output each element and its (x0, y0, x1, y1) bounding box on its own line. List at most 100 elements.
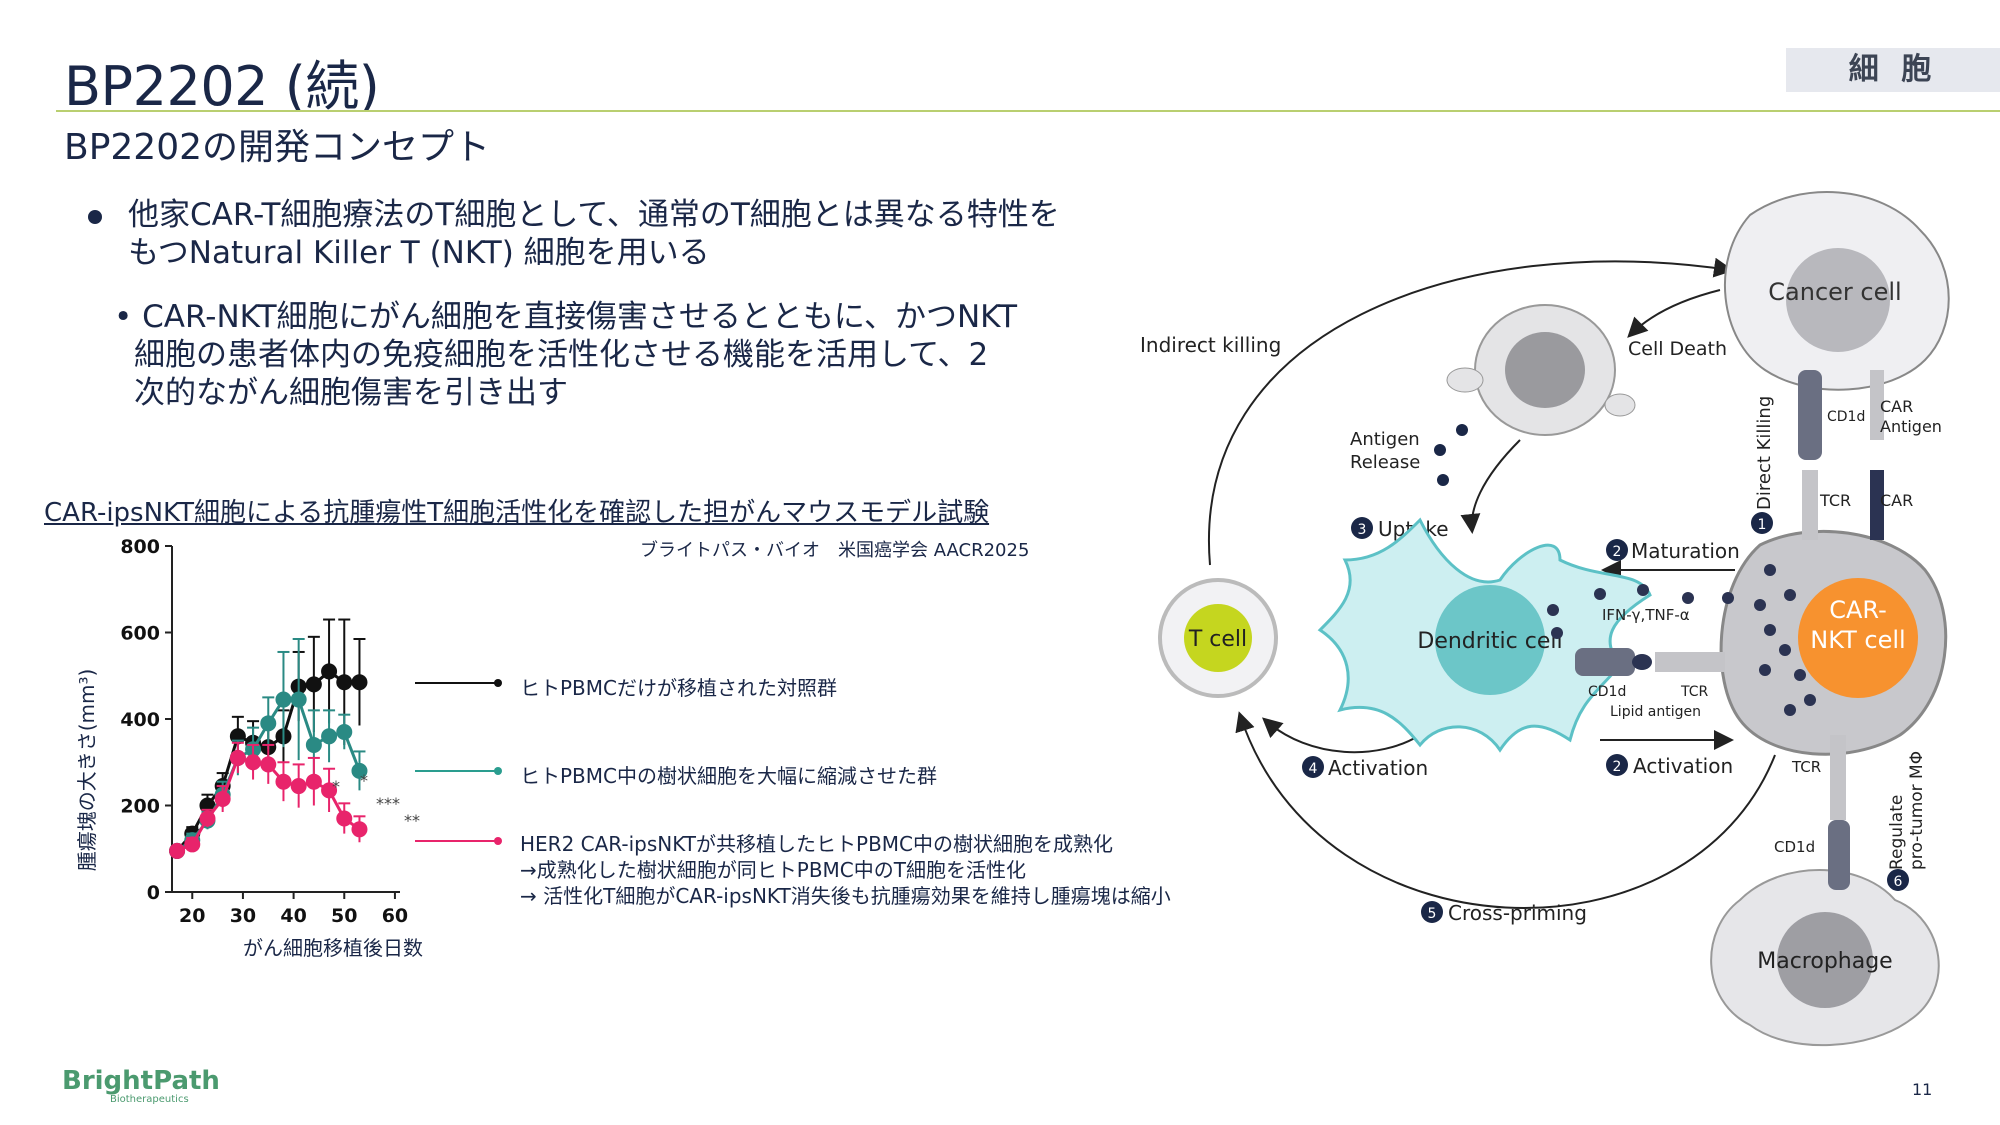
data-point (199, 810, 216, 827)
step-1-number: 1 (1758, 517, 1767, 533)
cd1d-top-receptor (1798, 370, 1822, 460)
debris-core (1505, 332, 1585, 408)
antigen-dot (1456, 424, 1468, 436)
data-point (229, 749, 246, 766)
y-tick-label: 600 (120, 623, 160, 645)
car-antigen-label-1: CAR (1880, 397, 1913, 416)
cell-death-label: Cell Death (1628, 338, 1727, 360)
cancer-cell-label: Cancer cell (1768, 278, 1901, 306)
sig-annotation-3: *** (376, 794, 400, 813)
macrophage-nucleus (1777, 912, 1873, 1008)
legend-dot-black (494, 679, 502, 687)
legend-pink-line1: HER2 CAR-ipsNKTが共移植したヒトPBMC中の樹状細胞を成熟化 (520, 832, 1114, 856)
legend-pink-line3: → 活性化T細胞がCAR-ipsNKT消失後も抗腫瘍効果を維持し腫瘍塊は縮小 (520, 884, 1171, 908)
antigen-release-label-2: Release (1350, 452, 1420, 473)
company-logo: BrightPath (62, 1066, 220, 1096)
chart-series-group (169, 618, 368, 859)
data-point (290, 778, 307, 795)
title-divider (56, 110, 2000, 112)
car-antigen-label-2: Antigen (1880, 417, 1942, 436)
tcr-bottom-label: TCR (1791, 758, 1821, 776)
cancer-cell-nucleus (1786, 248, 1890, 352)
legend-lines (415, 679, 502, 845)
data-point (260, 756, 277, 773)
y-tick-label: 800 (120, 536, 160, 558)
antigen-release-label-1: Antigen (1350, 429, 1420, 450)
car-nkt-cell-nucleus (1798, 578, 1918, 698)
step-3-number: 3 (1358, 522, 1367, 538)
maturation-label: Maturation (1631, 539, 1740, 563)
regulate-label-2: pro-tumor MΦ (1907, 751, 1927, 870)
data-point (351, 674, 368, 691)
car-label: CAR (1880, 491, 1913, 510)
activation-4-label: Activation (1328, 756, 1428, 780)
car-nkt-label-2: NKT cell (1810, 626, 1905, 654)
legend-teal-label: ヒトPBMC中の樹状細胞を大幅に縮減させた群 (520, 764, 938, 788)
car-antigen-receptor (1870, 370, 1884, 440)
data-point (290, 691, 307, 708)
tcr-top-receptor (1802, 470, 1818, 540)
bullet-sub-line1: • CAR-NKT細胞にがん細胞を直接傷害させるとともに、かつNKT (114, 299, 1018, 335)
antigen-dot (1437, 474, 1449, 486)
data-point (184, 836, 201, 853)
bullet-sub-line2: 細胞の患者体内の免疫細胞を活性化させる機能を活用して、2 (134, 337, 989, 373)
step-2b-badge (1606, 754, 1628, 776)
tcr-bottom-receptor (1830, 735, 1846, 820)
uptake-arrow (1460, 439, 1521, 534)
cytokine-dots (1547, 584, 1734, 639)
data-point (336, 810, 353, 827)
activation-4-arrow (1262, 717, 1421, 754)
bullet-main-line2: もつNatural Killer T (NKT) 細胞を用いる (128, 235, 710, 271)
data-point (275, 691, 292, 708)
step-5-number: 5 (1428, 906, 1437, 922)
debris-fragment-1 (1446, 367, 1484, 393)
x-tick-label: 50 (331, 905, 357, 927)
cd1d-mid-label: CD1d (1588, 684, 1626, 700)
x-tick-label: 20 (179, 905, 205, 927)
data-point (260, 715, 277, 732)
x-axis-label: がん細胞移植後日数 (243, 936, 423, 960)
t-cell-nucleus (1184, 604, 1252, 672)
x-tick-label: 60 (382, 905, 408, 927)
step-4-number: 4 (1309, 761, 1318, 777)
data-point (305, 773, 322, 790)
regulate-label-1: Regulate (1887, 795, 1907, 870)
data-point (169, 842, 186, 859)
x-tick-label: 30 (230, 905, 256, 927)
cd1d-mid-receptor (1575, 648, 1635, 676)
dendritic-cell-nucleus (1435, 585, 1545, 695)
dendritic-cell-label: Dendritic cell (1417, 629, 1562, 654)
bullet-icon (88, 210, 102, 224)
macrophage-label: Macrophage (1757, 949, 1892, 974)
step-6-badge (1887, 869, 1909, 891)
step-2-badge (1606, 539, 1628, 561)
step-5-badge (1421, 901, 1443, 923)
data-point (321, 728, 338, 745)
lipid-antigen-label: Lipid antigen (1610, 704, 1701, 720)
car-nkt-label-1: CAR- (1829, 596, 1887, 624)
cell-death-debris (1446, 304, 1636, 436)
mechanism-diagram: Cancer cell Cell Death Indirect killing … (1140, 191, 1950, 1047)
direct-killing-label: Direct Killing (1754, 396, 1775, 510)
t-cell-label: T cell (1188, 627, 1247, 652)
cd1d-top-label: CD1d (1827, 409, 1865, 425)
cd1d-bottom-label: CD1d (1774, 838, 1815, 856)
indirect-killing-arrow (1207, 257, 1734, 566)
indirect-killing-label: Indirect killing (1140, 333, 1281, 357)
legend-dot-teal (494, 767, 502, 775)
x-tick-label: 40 (280, 905, 306, 927)
page-number: 11 (1912, 1080, 1933, 1099)
category-badge: 細 胞 (1786, 48, 2000, 92)
company-logo-sub: Biotherapeutics (110, 1094, 189, 1105)
data-point (305, 736, 322, 753)
page-subtitle: BP2202の開発コンセプト (64, 127, 491, 168)
study-title: CAR-ipsNKT細胞による抗腫瘍性T細胞活性化を確認した担がんマウスモデル試… (44, 498, 990, 528)
y-tick-label: 200 (120, 796, 160, 818)
step-2b-number: 2 (1613, 759, 1622, 775)
cell-death-arrow (1627, 289, 1721, 338)
sig-annotation-1: * (332, 777, 340, 796)
data-point (214, 791, 231, 808)
data-point (351, 821, 368, 838)
